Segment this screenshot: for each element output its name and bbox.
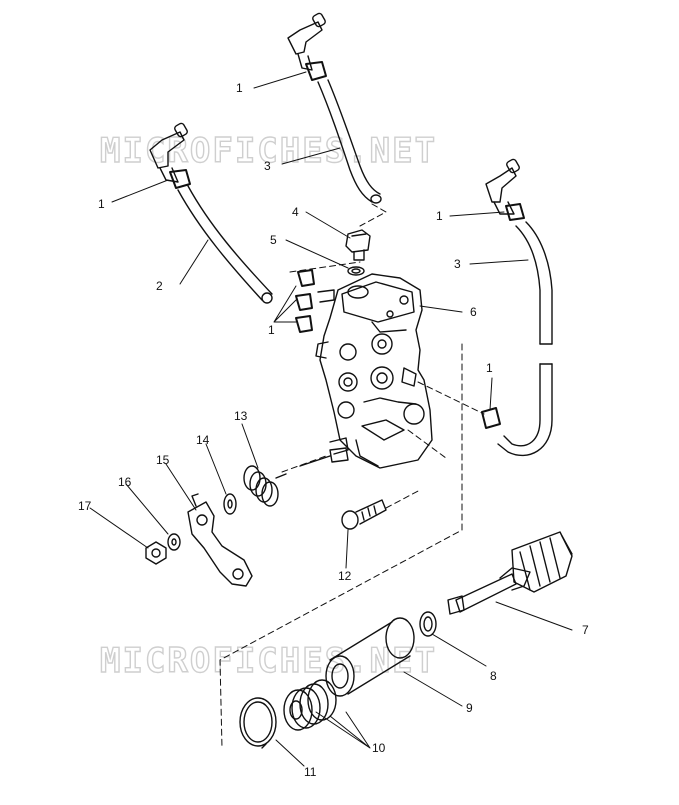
watermark-top: MICROFICHES.NET (100, 131, 437, 171)
snap-ring-11 (239, 697, 277, 749)
callout-2: 2 (156, 279, 163, 293)
bolt-12 (341, 499, 387, 530)
banjo-bolt-4 (345, 229, 371, 261)
callout-6: 6 (470, 305, 477, 319)
callout-5: 5 (270, 233, 277, 247)
alignment-lines (219, 203, 485, 749)
callout-1: 1 (236, 81, 243, 95)
watermark-bottom: MICROFICHES.NET (100, 641, 437, 681)
callout-labels: 1 1 1 1 1 2 3 3 4 5 6 7 8 9 10 11 12 13 … (78, 81, 589, 779)
lever-15 (187, 493, 253, 587)
seals-10 (283, 679, 337, 731)
callout-13: 13 (234, 409, 248, 423)
callout-17: 17 (78, 499, 92, 513)
hose-3-top (317, 79, 382, 204)
callout-7: 7 (582, 623, 589, 637)
callout-1: 1 (486, 361, 493, 375)
callout-1: 1 (268, 323, 275, 337)
washer-14 (223, 493, 237, 515)
callout-1: 1 (436, 209, 443, 223)
clamp-top-center (305, 61, 327, 81)
clamp-pump-inlet-b (295, 293, 313, 311)
callout-10: 10 (372, 741, 386, 755)
callout-16: 16 (118, 475, 132, 489)
callout-3: 3 (264, 159, 271, 173)
clamp-pump-inlet-a (297, 269, 315, 287)
spring-13 (243, 465, 287, 507)
callout-11: 11 (304, 765, 317, 779)
washer-5 (347, 266, 365, 276)
washer-16 (167, 533, 181, 551)
nozzle-right (485, 158, 520, 215)
callout-1: 1 (98, 197, 105, 211)
callout-3: 3 (454, 257, 461, 271)
clamp-right-top (505, 203, 525, 221)
callout-12: 12 (338, 569, 352, 583)
drive-gear-7 (447, 531, 573, 615)
callout-4: 4 (292, 205, 299, 219)
nozzle-top-left (149, 122, 188, 183)
pump-shaft-stub (299, 447, 349, 467)
callout-8: 8 (490, 669, 497, 683)
callout-14: 14 (196, 433, 210, 447)
hose-3-right (497, 221, 553, 457)
leader-lines (89, 71, 573, 767)
oil-pump-6 (315, 273, 433, 469)
callout-15: 15 (156, 453, 170, 467)
washer-8 (419, 611, 437, 637)
nut-17 (145, 541, 167, 565)
bushing-9 (325, 617, 415, 697)
clamp-top-left (169, 169, 191, 189)
hose-2 (177, 185, 273, 304)
clamp-right-bottom (481, 407, 501, 429)
clamp-pump-inlet-c (295, 315, 313, 333)
callout-9: 9 (466, 701, 473, 715)
